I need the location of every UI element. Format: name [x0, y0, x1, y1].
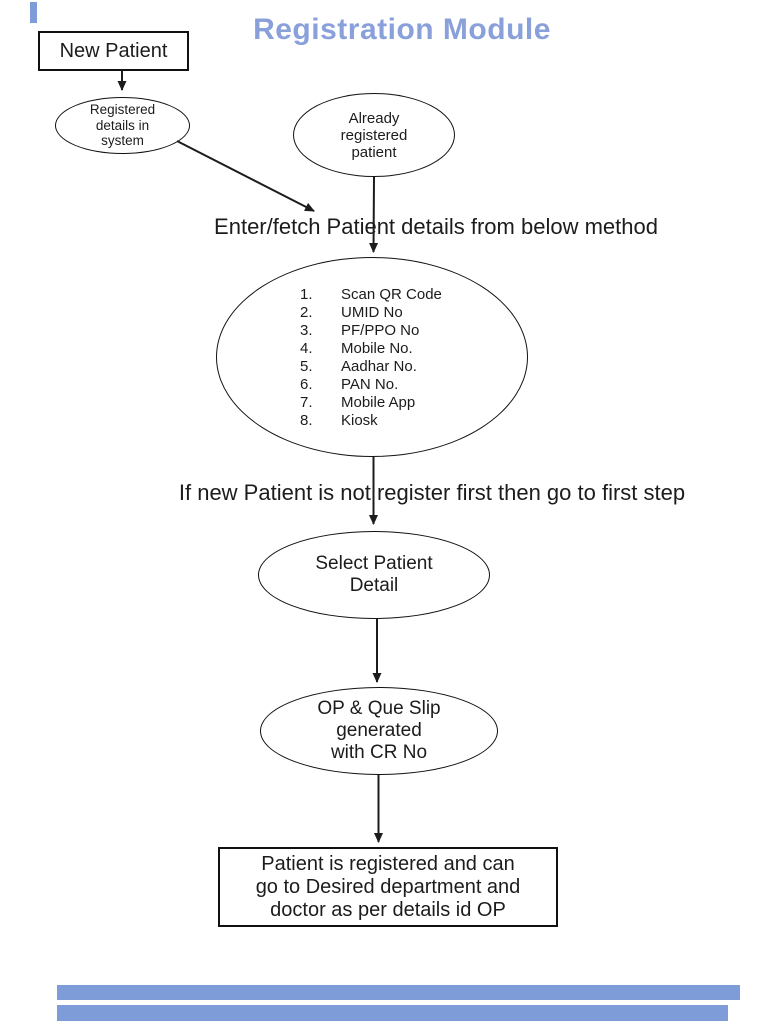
method-label: Aadhar No.	[341, 357, 417, 375]
method-label: Scan QR Code	[341, 285, 442, 303]
method-label: UMID No	[341, 303, 403, 321]
method-label: Kiosk	[341, 411, 378, 429]
flow-node-registered-details: Registered details in system	[55, 97, 190, 154]
flow-node-patient-registered: Patient is registered and can go to Desi…	[218, 847, 558, 927]
already-registered-line: Already	[348, 109, 400, 127]
registered-details-line: details in	[95, 117, 150, 133]
method-item: 5. Aadhar No.	[300, 357, 442, 375]
already-registered-line: registered	[340, 126, 408, 144]
method-item: 1. Scan QR Code	[300, 285, 442, 303]
registered-details-line: system	[101, 133, 144, 149]
method-number: 6.	[300, 375, 313, 393]
arrow-registered-to-methods	[176, 140, 315, 212]
method-number: 4.	[300, 339, 313, 357]
method-label: PAN No.	[341, 375, 399, 393]
flow-node-op-que-slip: OP & Que Slip generated with CR No	[260, 687, 498, 775]
methods-list: 1. Scan QR Code 2. UMID No 3. PF/PPO No 4. M…	[300, 285, 442, 429]
page-title: Registration Module	[253, 13, 551, 46]
method-item: 8. Kiosk	[300, 411, 442, 429]
select-patient-line: Select Patient	[315, 553, 433, 574]
flow-node-new-patient: New Patient	[38, 31, 189, 71]
final-node-line: doctor as per details id OP	[270, 898, 506, 921]
new-patient-label: New Patient	[59, 39, 168, 62]
registered-details-line: Registered	[89, 102, 156, 118]
op-que-slip-line: generated	[336, 720, 422, 741]
selection-bar	[57, 1005, 728, 1021]
method-number: 5.	[300, 357, 313, 375]
flow-node-already-registered: Already registered patient	[293, 93, 455, 177]
method-number: 1.	[300, 285, 313, 303]
selection-bar	[57, 985, 740, 1000]
method-number: 3.	[300, 321, 313, 339]
caption-if-new-patient: If new Patient is not register first the…	[178, 480, 686, 505]
final-node-line: Patient is registered and can	[261, 852, 515, 875]
op-que-slip-line: with CR No	[330, 742, 428, 763]
method-number: 8.	[300, 411, 313, 429]
already-registered-line: patient	[351, 143, 397, 161]
op-que-slip-line: OP & Que Slip	[317, 698, 441, 719]
method-label: PF/PPO No	[341, 321, 420, 339]
method-number: 7.	[300, 393, 313, 411]
method-item: 2. UMID No	[300, 303, 442, 321]
text-cursor-artifact	[30, 2, 37, 23]
method-item: 4. Mobile No.	[300, 339, 442, 357]
method-label: Mobile No.	[341, 339, 413, 357]
flow-node-select-patient: Select Patient Detail	[258, 531, 490, 619]
method-item: 3. PF/PPO No	[300, 321, 442, 339]
method-number: 2.	[300, 303, 313, 321]
method-item: 6. PAN No.	[300, 375, 442, 393]
flow-node-methods-circle	[216, 257, 528, 457]
method-item: 7. Mobile App	[300, 393, 442, 411]
final-node-line: go to Desired department and	[255, 875, 521, 898]
select-patient-line: Detail	[349, 575, 399, 596]
caption-enter-fetch: Enter/fetch Patient details from below m…	[214, 214, 658, 239]
method-label: Mobile App	[341, 393, 416, 411]
